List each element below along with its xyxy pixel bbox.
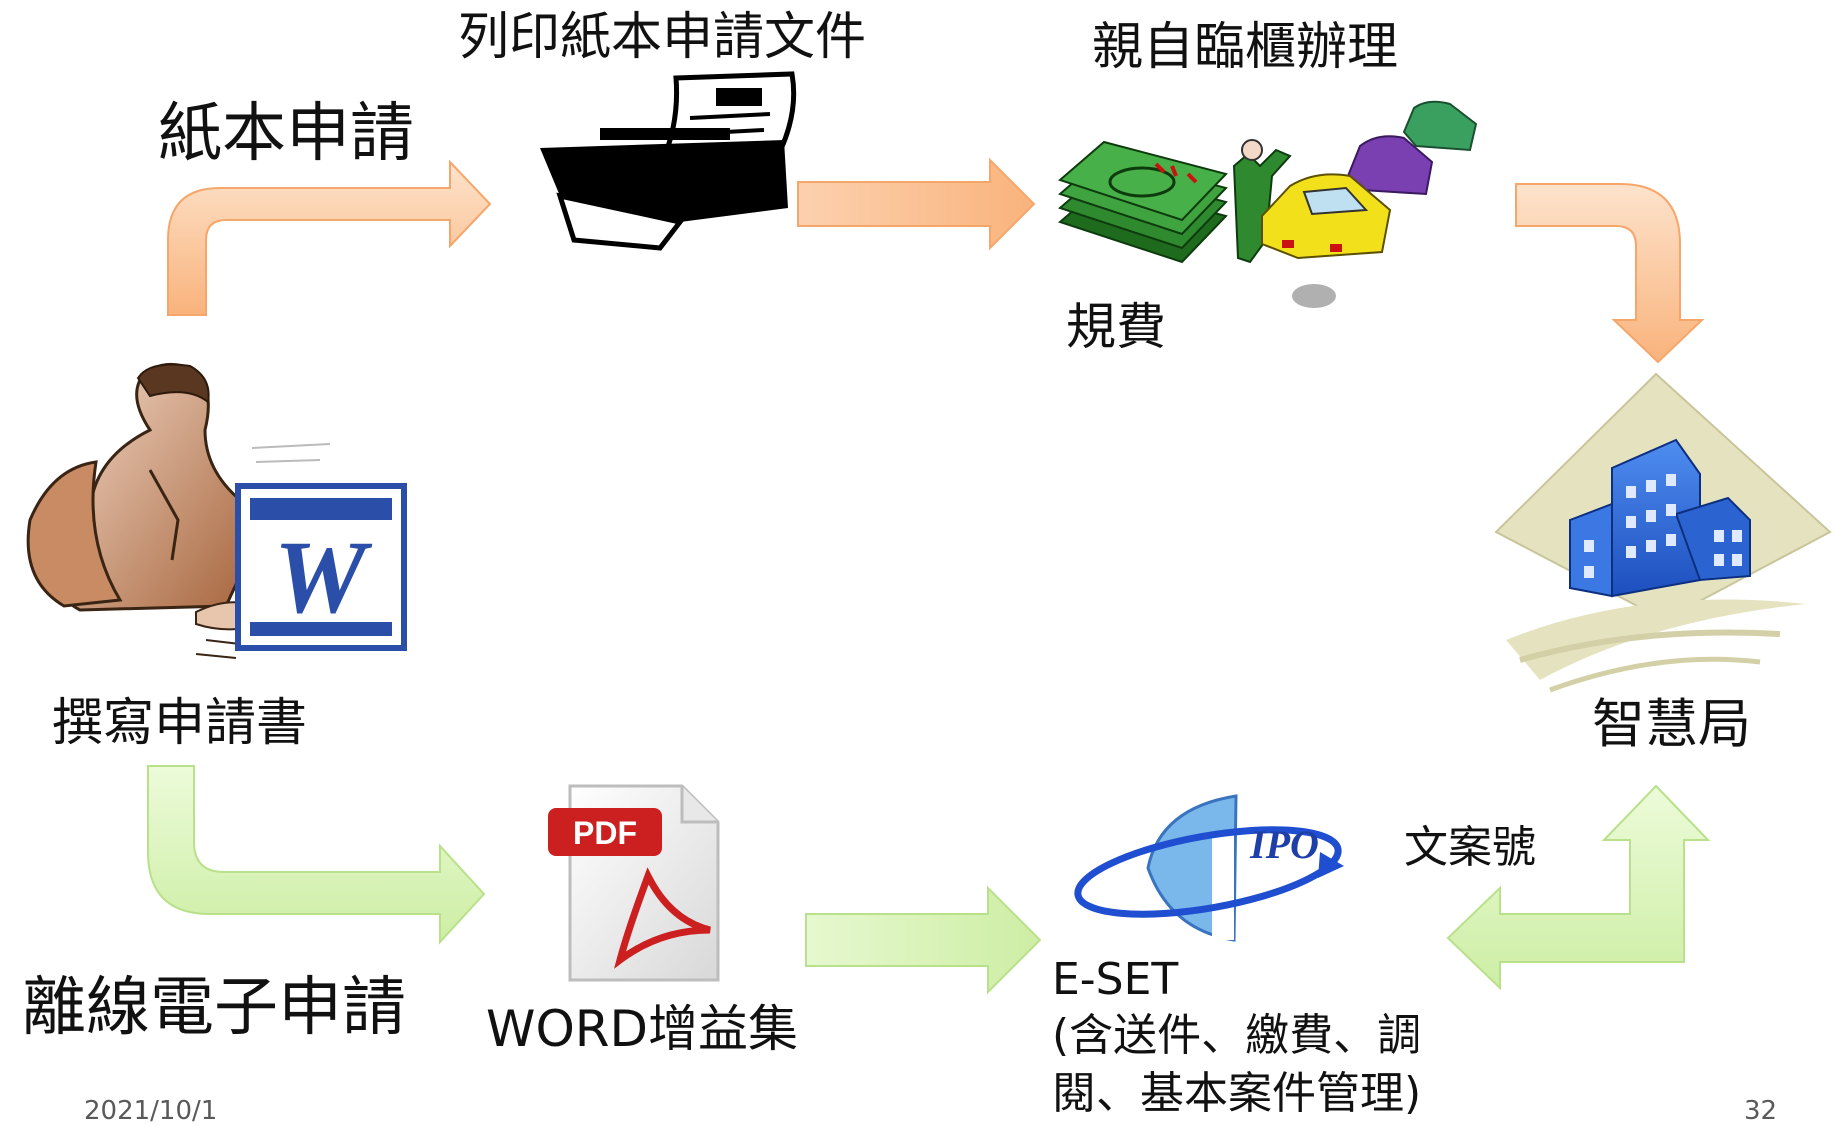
pdf-badge-text: PDF (573, 815, 637, 851)
word-to-eset-arrow (805, 885, 1042, 995)
slide-date: 2021/10/1 (84, 1096, 218, 1126)
eset-logo-icon: IPO (1074, 794, 1344, 942)
paper-path-arrow-bend (167, 159, 492, 316)
printer-icon (540, 71, 797, 251)
offline-path-arrow-bend (147, 765, 486, 945)
fee-cash-icon (1058, 140, 1228, 264)
slide-page-number: 32 (1744, 1096, 1778, 1126)
counter-in-person-label: 親自臨櫃辦理 (1092, 18, 1399, 77)
pdf-file-icon: PDF (548, 784, 720, 982)
word-addin-label: WORD增益集 (486, 1000, 799, 1058)
print-documents-label: 列印紙本申請文件 (458, 8, 867, 67)
eset-description-line1: (含送件、繳費、調 (1052, 1010, 1422, 1061)
ipo-office-label: 智慧局 (1592, 694, 1751, 755)
counter-to-office-arrow (1515, 183, 1705, 364)
print-to-counter-arrow (797, 157, 1036, 251)
eset-name-label: E-SET (1052, 954, 1179, 1005)
waiting-cars-icon (1232, 100, 1478, 308)
eset-logo-text: IPO (1249, 822, 1319, 867)
fee-label: 規費 (1066, 298, 1166, 356)
word-document-icon: W (235, 483, 407, 651)
eset-office-return-arrow (1446, 784, 1711, 991)
offline-e-application-label: 離線電子申請 (22, 971, 406, 1045)
compose-application-label: 撰寫申請書 (52, 694, 308, 753)
document-number-label: 文案號 (1404, 822, 1536, 873)
eset-description-line2: 閱、基本案件管理) (1052, 1068, 1422, 1119)
word-logo-letter: W (274, 520, 373, 635)
ipo-building-icon (1494, 372, 1832, 693)
paper-application-label: 紙本申請 (158, 97, 414, 171)
